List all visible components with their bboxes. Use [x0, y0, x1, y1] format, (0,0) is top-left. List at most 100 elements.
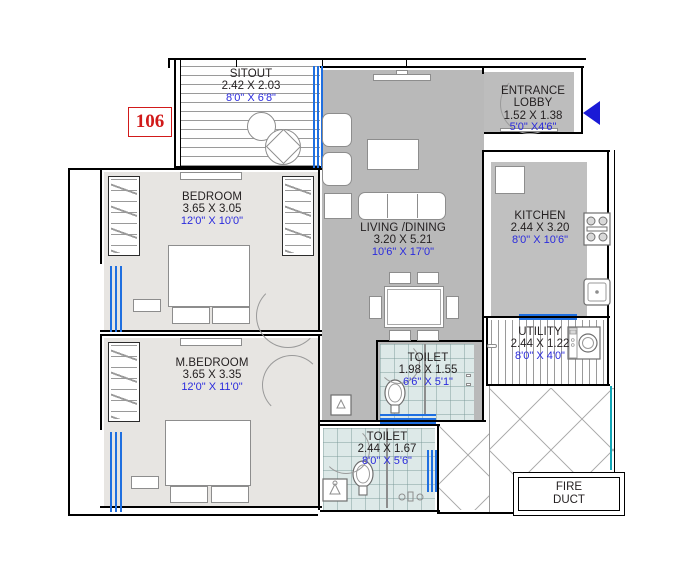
fire-duct-line-2: DUCT — [553, 494, 585, 506]
wall-mbedroom-bottom — [100, 506, 322, 509]
window-toilet1-bottom — [380, 414, 436, 424]
label-toilet-1-feet: 6'6" X 5'1" — [403, 375, 453, 388]
label-master-bedroom-metric: 3.65 X 3.35 — [182, 369, 242, 382]
wall-living-bottom — [320, 420, 486, 423]
label-toilet-1-name: TOILET — [407, 352, 449, 364]
label-entrance-lobby: ENTRANCE LOBBY 1.52 X 1.38 5'0" X4'6" — [487, 85, 579, 134]
label-utility: UTILITY 2.44 X 1.22 8'0" X 4'0" — [492, 326, 588, 363]
label-master-bedroom-feet: 12'0" X 11'0" — [181, 380, 243, 393]
kitchen-window-top — [495, 166, 525, 194]
living-sofa-divider-1 — [387, 194, 389, 218]
entrance-door-swing — [500, 74, 560, 134]
stove-icon — [583, 212, 611, 246]
label-toilet-1: TOILET 1.98 X 1.55 6'6" X 5'1" — [382, 352, 474, 389]
wall-kitchen-bottom — [484, 316, 610, 319]
label-utility-name: UTILITY — [518, 326, 562, 338]
label-bedroom-name: BEDROOM — [181, 191, 243, 203]
washing-machine-icon — [567, 326, 601, 360]
living-armchair-1 — [322, 113, 352, 147]
label-entrance-lobby-name2: LOBBY — [513, 97, 553, 110]
wall-bedroom-left — [100, 168, 103, 264]
wall-top-outer — [168, 58, 586, 61]
living-sofa-3seat — [358, 192, 446, 220]
wall-mbedroom-top — [100, 334, 322, 337]
wall-left-outer — [68, 168, 71, 516]
label-sitout-feet: 8'0" X 6'8" — [226, 91, 276, 104]
label-living-dining-name: LIVING /DINING — [360, 222, 446, 234]
utility-tap — [487, 344, 497, 348]
wall-living-right — [482, 150, 485, 422]
mbedroom-window-ledge — [180, 338, 242, 346]
dining-table-inner — [387, 289, 441, 325]
living-sofa-divider-2 — [417, 194, 419, 218]
window-duct-right-teal — [610, 386, 612, 470]
wall-lobby-top — [484, 66, 584, 69]
wall-top-tick-mid2 — [322, 58, 324, 67]
label-entrance-lobby-metric: 1.52 X 1.38 — [503, 109, 563, 122]
label-entrance-lobby-name: ENTRANCE — [500, 85, 566, 97]
unit-number-text: 106 — [135, 111, 165, 132]
dining-chair-top-2 — [417, 272, 439, 284]
toilet2-partition — [386, 428, 388, 508]
label-toilet-2-feet: 8'0" X 5'6" — [362, 454, 412, 467]
toilet1-accessory-1 — [466, 374, 471, 377]
label-living-dining: LIVING /DINING 3.20 X 5.21 10'6" X 17'0" — [330, 222, 476, 259]
label-sitout-name: SITOUT — [229, 68, 273, 80]
unit-number-tag: 106 — [128, 107, 172, 137]
wall-living-top — [320, 66, 486, 69]
dining-chair-right — [446, 296, 459, 319]
wall-lobby-right — [581, 66, 584, 134]
label-living-dining-feet: 10'6" X 17'0" — [371, 245, 435, 258]
wall-toilet1-top — [376, 340, 484, 343]
wall-sitout-bottom — [174, 166, 322, 169]
wall-sitout-left — [174, 60, 177, 168]
label-bedroom-feet: 12'0" X 10'0" — [180, 214, 244, 227]
toilet-wc-icon-2 — [352, 460, 374, 496]
label-master-bedroom-name: M.BEDROOM — [175, 357, 249, 369]
living-center-table — [367, 139, 419, 170]
window-bedroom-left — [110, 266, 124, 332]
wall-living-right-upper — [482, 66, 485, 74]
fire-duct-line-1: FIRE — [555, 481, 583, 494]
toilet1-partition — [424, 344, 426, 414]
dining-chair-bottom-1 — [389, 330, 411, 341]
wall-toilet2-top — [320, 424, 440, 427]
wall-toilet2-bottom — [320, 510, 440, 513]
wall-toilet2-right — [437, 424, 440, 512]
sink-icon — [583, 278, 611, 306]
label-kitchen-name: KITCHEN — [514, 210, 566, 222]
wall-bedroom-right — [318, 168, 321, 332]
mbedroom-bed — [165, 420, 251, 486]
wall-utility-right — [607, 318, 610, 386]
label-bedroom: BEDROOM 3.65 X 3.05 12'0" X 10'0" — [150, 191, 274, 228]
mbedroom-pillow-1 — [170, 486, 208, 503]
label-kitchen: KITCHEN 2.44 X 3.20 8'0" X 10'6" — [492, 210, 588, 247]
bedroom-wardrobe-left — [108, 176, 140, 256]
wall-bedroom-top — [100, 168, 322, 171]
wall-kitchen-top — [484, 150, 610, 153]
bedroom-door-swing — [256, 284, 320, 348]
wall-top-tick-left — [168, 58, 171, 68]
dining-chair-top-1 — [389, 272, 411, 284]
dining-chair-bottom-2 — [417, 330, 439, 341]
mbedroom-wardrobe-left — [108, 342, 140, 422]
shower-fittings-icon — [398, 491, 424, 502]
wall-mbedroom-right — [318, 334, 321, 510]
wall-top-tick-mid3 — [406, 58, 408, 67]
shaft-guide-line — [489, 386, 491, 512]
entry-direction-arrow — [583, 101, 600, 125]
bedroom-wardrobe-right — [282, 176, 314, 256]
label-toilet-2: TOILET 2.44 X 1.67 8'0" X 5'6" — [338, 431, 436, 468]
window-toilet2-right — [427, 450, 437, 492]
wall-bedroom-bottom — [100, 330, 322, 333]
toilet-wc-icon — [384, 379, 406, 414]
label-sitout-metric: 2.42 X 2.03 — [221, 80, 281, 93]
label-utility-feet: 8'0" X 4'0" — [515, 349, 565, 362]
living-armchair-2 — [322, 152, 352, 186]
label-entrance-lobby-feet: 5'0" X4'6" — [509, 121, 557, 134]
wall-right-lower-vert — [614, 150, 616, 512]
bedroom-bed — [168, 245, 250, 307]
bedroom-nightstand — [133, 299, 161, 312]
living-tv-console — [373, 74, 431, 81]
label-sitout: SITOUT 2.42 X 2.03 8'0" X 6'8" — [205, 68, 297, 105]
